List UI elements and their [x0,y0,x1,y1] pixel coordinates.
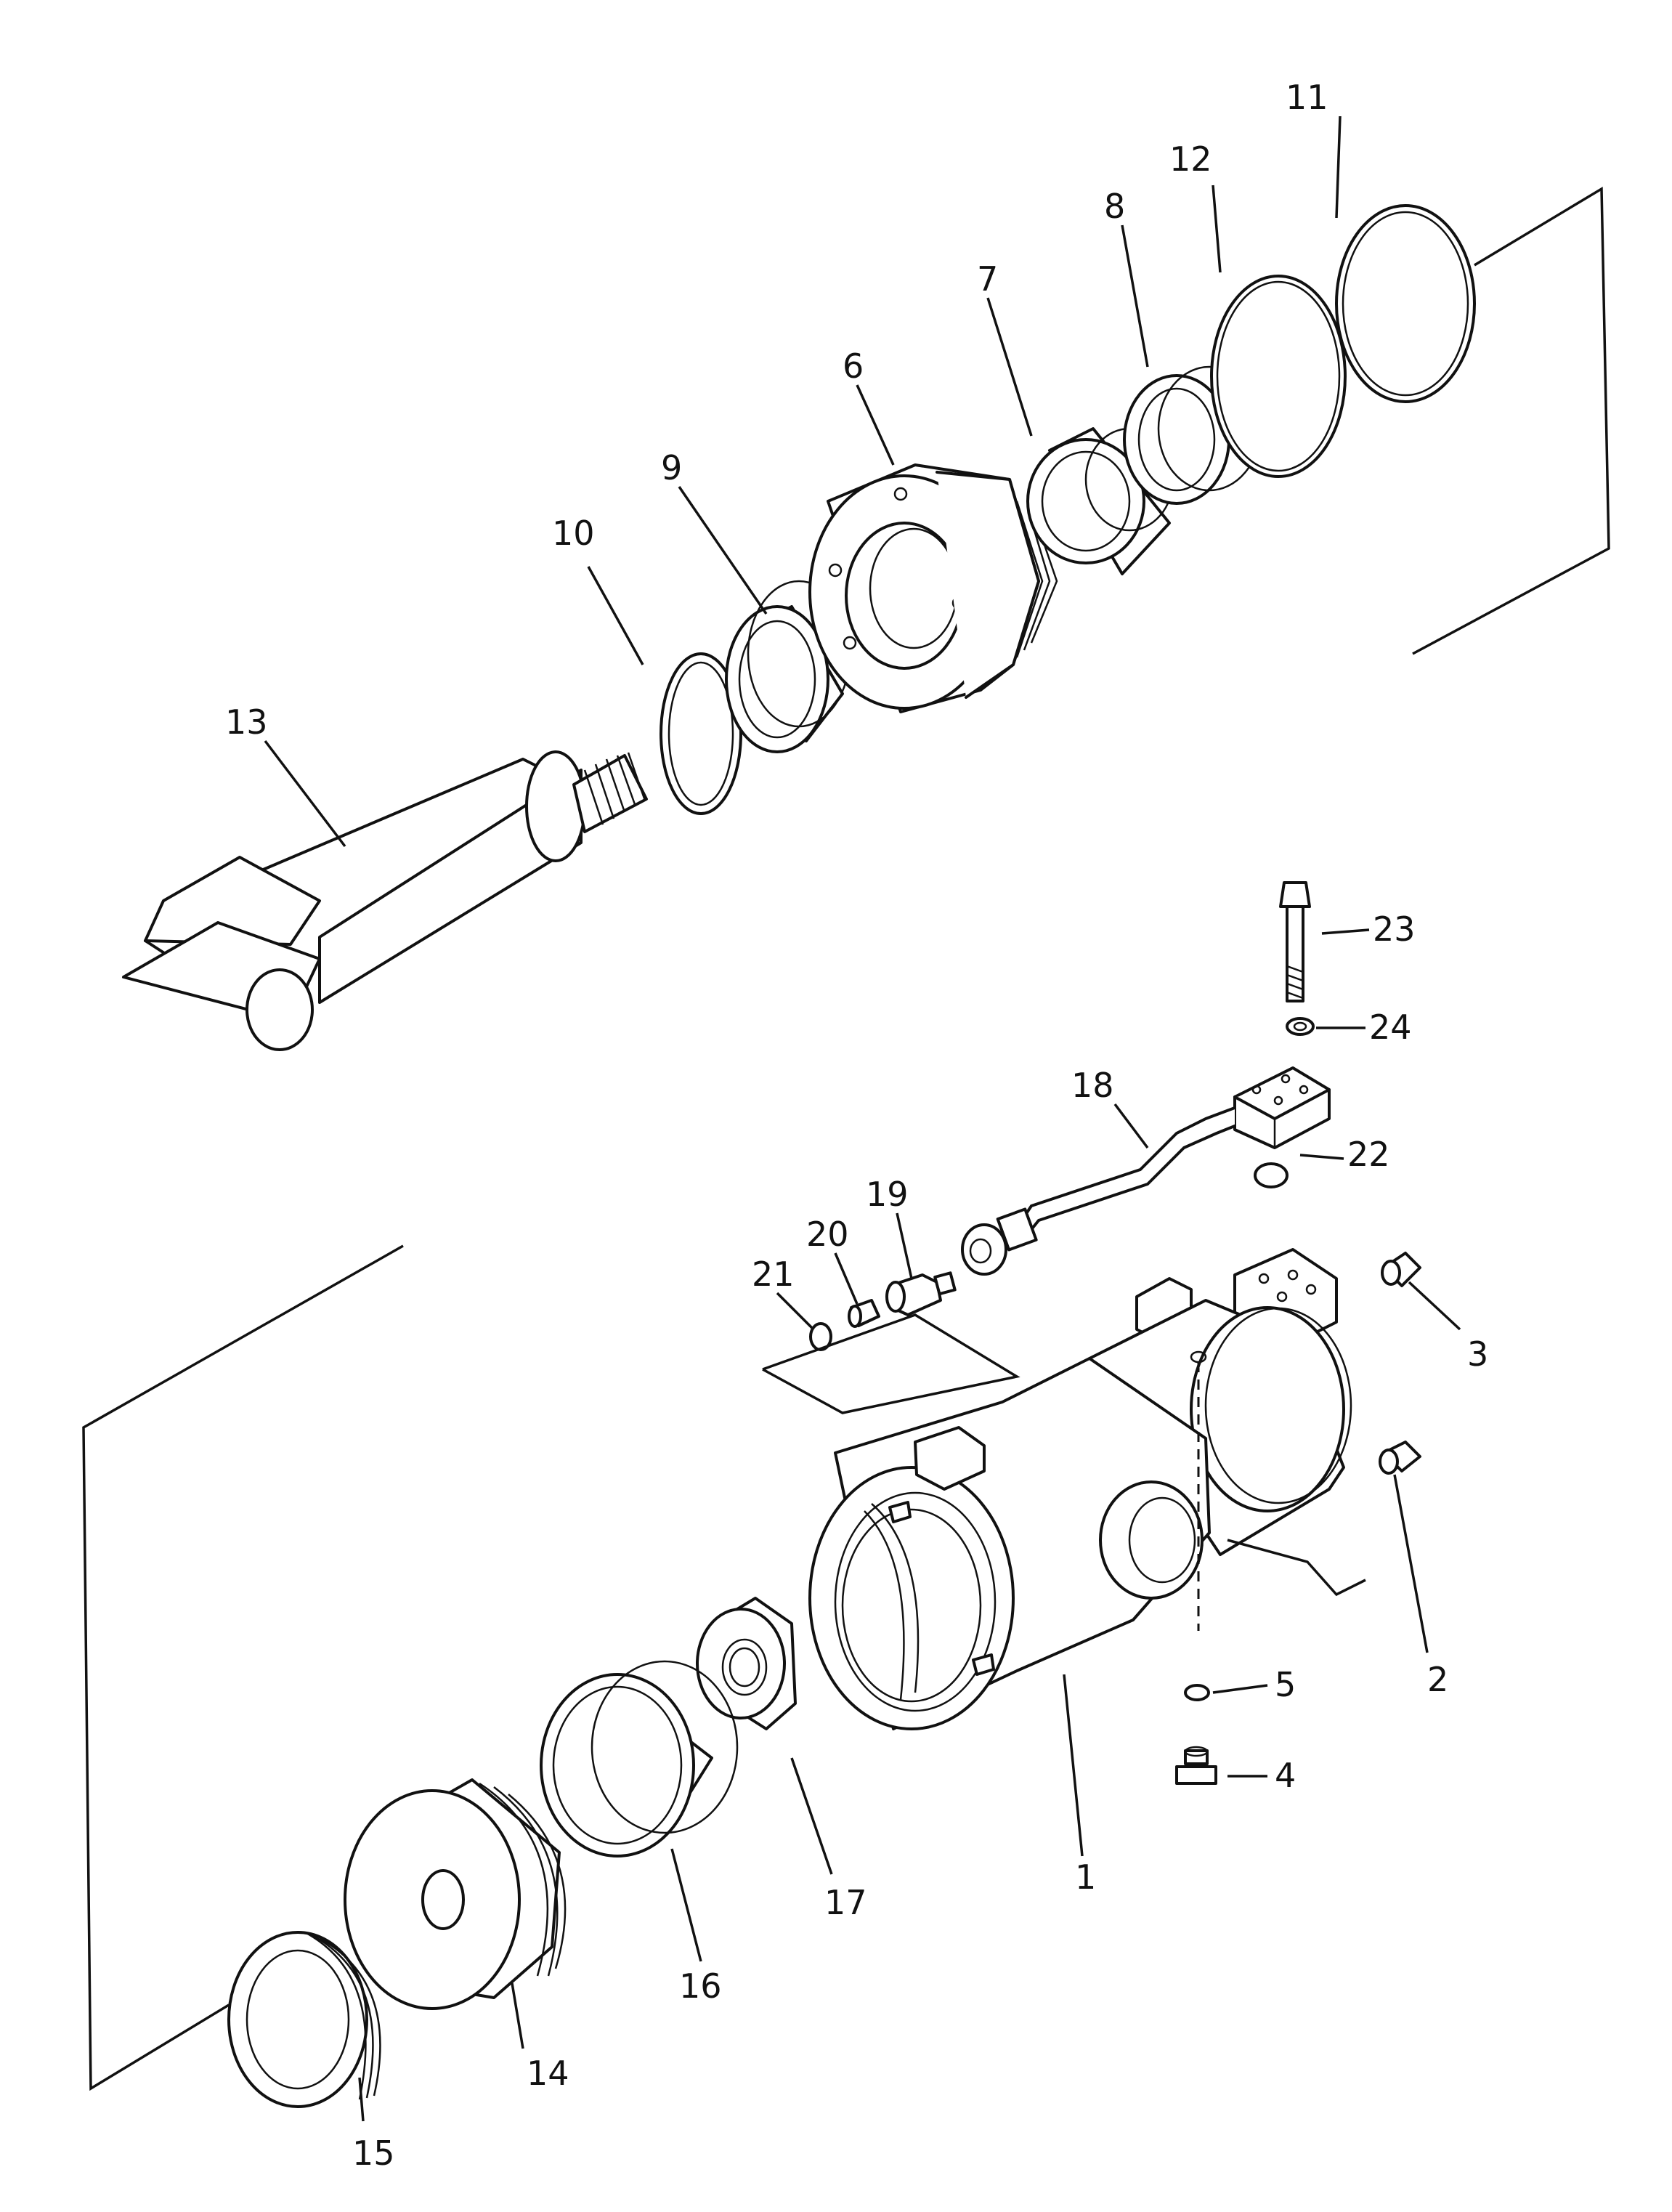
callout-16: 16 [679,1966,722,2006]
callout-19: 19 [866,1175,909,1214]
callout-24: 24 [1369,1008,1412,1047]
callout-10: 10 [552,514,595,553]
callout-17: 17 [824,1883,867,1922]
grease-nipple-top-part [1381,1252,1421,1287]
rod-thread [583,752,646,825]
snap-ring-part [660,652,742,815]
fitting-part [885,1271,957,1316]
leader-lines [264,116,1461,2122]
callout-5: 5 [1275,1665,1296,1704]
callout-6: 6 [843,347,864,386]
callout-11: 11 [1286,78,1328,117]
plug-part [1175,1746,1217,1785]
rod-seal-part [1123,365,1262,505]
pipe-part [961,1066,1331,1276]
upper-assembly-frame [1412,186,1610,655]
grease-nipple-bottom-part [1379,1441,1421,1475]
callout-14: 14 [527,2054,569,2093]
callout-1: 1 [1075,1857,1096,1897]
callout-3: 3 [1467,1334,1488,1374]
callout-9: 9 [661,448,682,487]
retaining-nut-part [227,1931,381,2108]
nipple-part [848,1299,880,1328]
callout-20: 20 [806,1215,849,1254]
callout-2: 2 [1427,1660,1448,1699]
piston-nut-part [696,1597,797,1730]
callout-labels: 1 2 3 4 5 6 7 8 9 10 11 12 13 14 15 16 1… [225,78,1488,2173]
lower-assembly-frame [82,1244,404,2091]
callout-7: 7 [977,259,998,299]
callout-21: 21 [752,1255,795,1294]
o-ring-part [1335,204,1476,403]
bolt-part [1279,881,1311,1002]
callout-12: 12 [1169,139,1212,179]
callout-18: 18 [1071,1066,1114,1105]
washer-part [1286,1017,1315,1036]
port-hole [1190,1350,1207,1364]
callout-22: 22 [1347,1135,1390,1174]
callout-13: 13 [225,702,268,742]
fitting-frame [762,1313,1020,1414]
wear-ring-part [540,1660,739,1857]
bushing-part [725,580,851,753]
body-pipe-frame [1227,1539,1366,1597]
cylinder-head-part [808,463,1058,713]
cylinder-body-part [808,1248,1352,1730]
backup-ring-part [1210,275,1347,478]
callout-23: 23 [1373,909,1416,949]
flange-o-ring-part [1254,1162,1289,1188]
callout-8: 8 [1104,187,1125,226]
piston-part [344,1778,567,2010]
callout-15: 15 [352,2134,395,2173]
callout-4: 4 [1275,1756,1296,1795]
piston-rod-part [122,750,648,1051]
plug-o-ring-part [1184,1684,1210,1701]
